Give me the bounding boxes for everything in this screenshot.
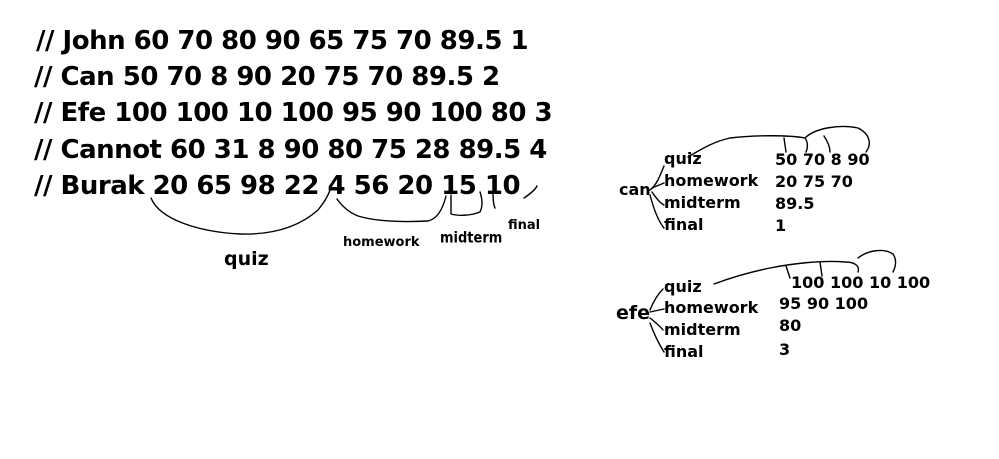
tree-root-can: can (619, 180, 651, 199)
record-line-john: // John 60 70 80 90 65 75 70 89.5 1 (36, 26, 529, 56)
tree-efe-key-midterm: midterm (664, 320, 741, 339)
tree-efe-key-quiz: quiz (664, 277, 702, 296)
record-line-can: // Can 50 70 8 90 20 75 70 89.5 2 (34, 62, 500, 92)
tree-root-efe: efe (616, 302, 651, 324)
efe-branch-midterm (649, 317, 664, 331)
efe-branch-quiz (649, 288, 664, 311)
tree-efe-value-midterm: 80 (779, 316, 802, 335)
can-branch-final (649, 194, 665, 229)
tree-efe-key-final: final (664, 342, 704, 361)
tree-can-key-final: final (664, 215, 704, 234)
tree-can-key-midterm: midterm (664, 193, 741, 212)
record-line-burak: // Burak 20 65 98 22 4 56 20 15 10 (34, 171, 521, 201)
tree-can-key-homework: homework (664, 171, 759, 190)
can-quiz-split (783, 125, 870, 153)
annotation-quiz: quiz (224, 248, 269, 270)
tree-can-value-final: 1 (775, 216, 787, 235)
annotation-homework: homework (343, 235, 420, 250)
tree-efe-value-final: 3 (779, 340, 791, 359)
tree-efe-key-homework: homework (664, 298, 759, 317)
annotation-final: final (508, 218, 541, 233)
can-branch-quiz (649, 165, 665, 191)
can-branch-midterm (651, 191, 665, 206)
annotation-midterm: midterm (440, 229, 503, 248)
tree-can-value-homework: 20 75 70 (775, 172, 853, 191)
tree-can-key-quiz: quiz (664, 149, 702, 168)
can-branch-homework (651, 182, 665, 189)
tree-can-value-quiz: 50 70 8 90 (775, 150, 870, 169)
efe-branch-homework (649, 308, 665, 313)
record-line-cannot: // Cannot 60 31 8 90 80 75 28 89.5 4 (34, 135, 547, 165)
efe-branch-final (649, 322, 665, 353)
record-line-efe: // Efe 100 100 10 100 95 90 100 80 3 (34, 98, 553, 128)
tree-efe-value-quiz: 100 100 10 100 (791, 273, 931, 292)
tree-efe-value-homework: 95 90 100 (779, 294, 869, 313)
tree-can-value-midterm: 89.5 (775, 194, 815, 213)
